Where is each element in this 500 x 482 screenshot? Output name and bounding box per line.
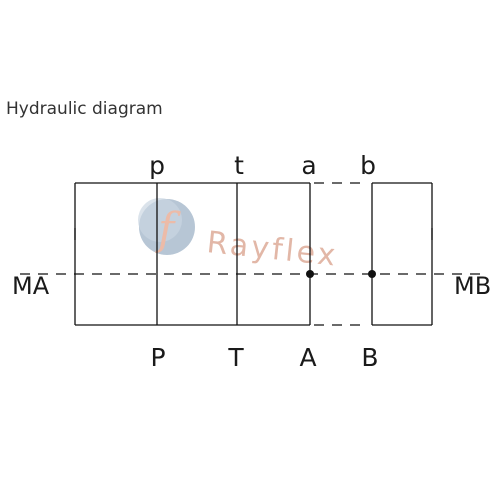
diagram-heading: Hydraulic diagram: [6, 99, 163, 119]
watermark-text: Rayflex: [205, 225, 340, 274]
valve-body-center: [156, 182, 311, 326]
port-label-B: B: [361, 343, 378, 372]
valve-body-right: [371, 182, 433, 326]
port-label-p: p: [149, 151, 165, 180]
port-label-A: A: [299, 343, 316, 372]
junction-dot-b: [368, 270, 376, 278]
junction-dot-a: [306, 270, 314, 278]
port-label-a: a: [301, 151, 316, 180]
side-label-ma: MA: [12, 272, 50, 300]
port-label-t: t: [234, 151, 244, 180]
dashed-pilot-lines: [20, 182, 480, 326]
port-label-P: P: [150, 343, 165, 372]
side-label-mb: MB: [454, 272, 491, 300]
port-label-T: T: [227, 343, 244, 372]
valve-body-left: [74, 182, 157, 326]
side-dashes: [74, 228, 433, 240]
port-label-b: b: [360, 151, 376, 180]
